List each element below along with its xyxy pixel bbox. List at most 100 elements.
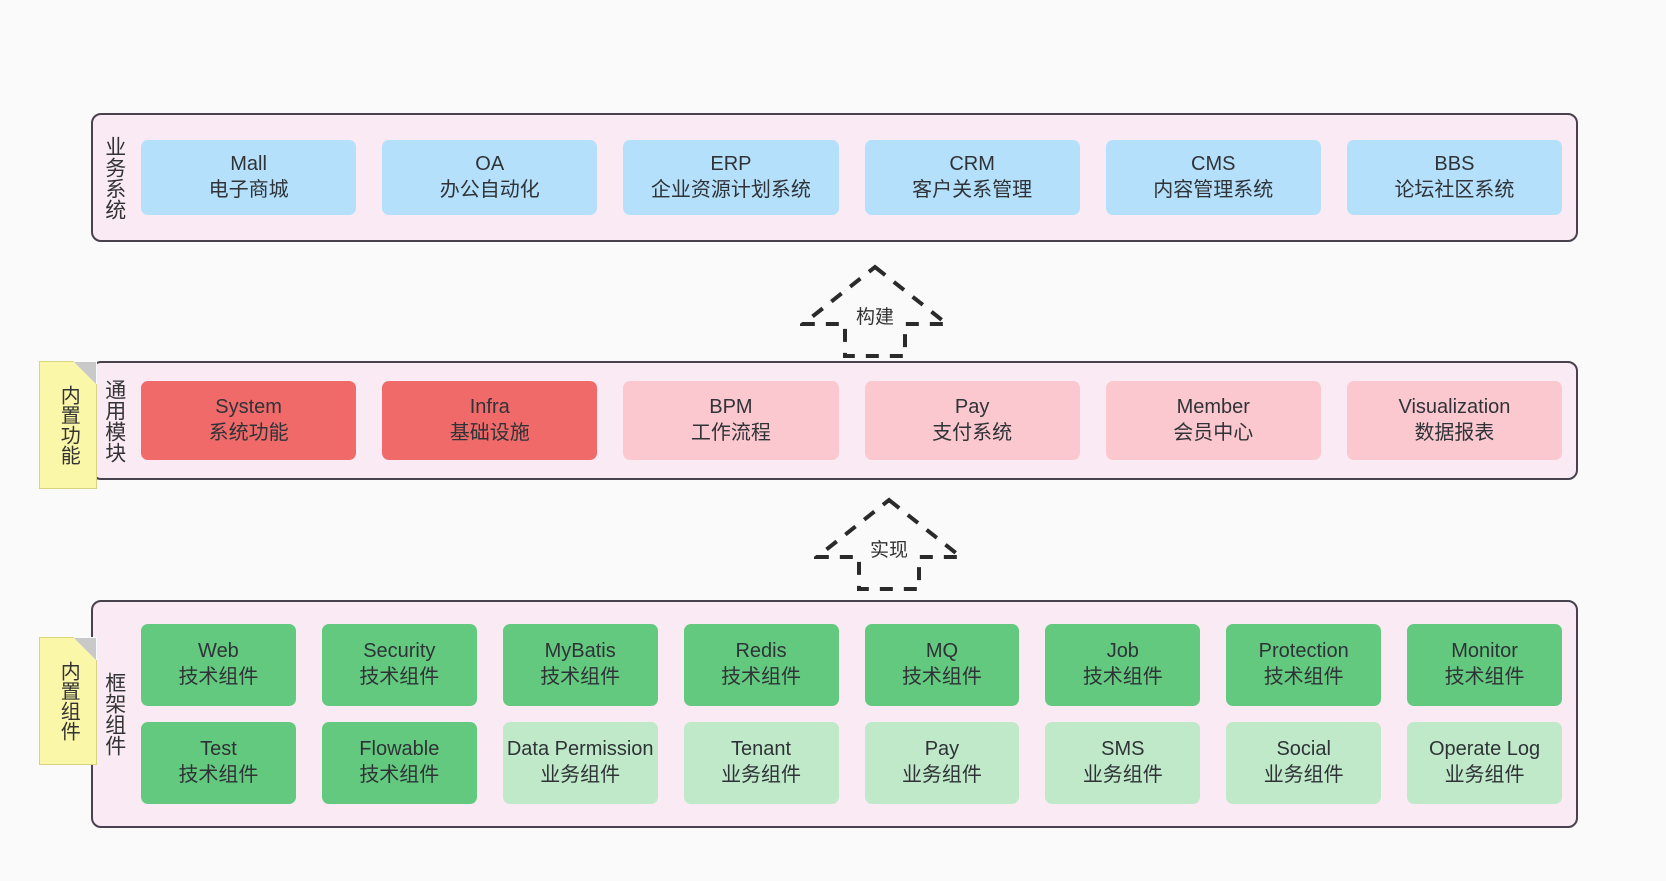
card-mybatis[interactable]: MyBatis 技术组件 [502, 624, 658, 706]
card-system[interactable]: System 系统功能 [141, 381, 357, 460]
card-job[interactable]: Job 技术组件 [1045, 624, 1201, 706]
card-mall-title: Mall [230, 152, 267, 175]
card-data-permission[interactable]: Data Permission 业务组件 [502, 722, 658, 804]
card-member-title: Member [1176, 395, 1250, 418]
card-visualization-title: Visualization [1398, 395, 1511, 418]
card-job-subtitle: 技术组件 [1082, 666, 1163, 688]
card-tenant-title: Tenant [731, 738, 792, 761]
arrow-build-shape [800, 264, 950, 358]
card-erp[interactable]: ERP 企业资源计划系统 [623, 140, 839, 215]
card-protection[interactable]: Protection 技术组件 [1226, 624, 1382, 706]
layer-framework-component-label: 框架组件 [102, 672, 126, 756]
card-monitor-title: Monitor [1451, 640, 1518, 663]
card-pay-component[interactable]: Pay 业务组件 [864, 722, 1020, 804]
card-social-title: Social [1276, 738, 1331, 761]
card-cms[interactable]: CMS 内容管理系统 [1105, 140, 1321, 215]
card-erp-title: ERP [710, 152, 752, 175]
card-pay-component-title: Pay [924, 738, 960, 761]
note-builtin-function-label: 内置功能 [57, 385, 80, 465]
card-bpm[interactable]: BPM 工作流程 [623, 381, 839, 460]
card-flowable-subtitle: 技术组件 [359, 764, 440, 786]
card-oa-subtitle: 办公自动化 [439, 178, 540, 201]
card-web[interactable]: Web 技术组件 [141, 624, 296, 706]
card-operate-log[interactable]: Operate Log 业务组件 [1407, 722, 1562, 804]
arrow-implement: 实现 [814, 495, 964, 592]
note-builtin-component-label: 内置组件 [57, 661, 80, 741]
card-visualization-subtitle: 数据报表 [1414, 421, 1495, 444]
card-security-title: Security [363, 640, 436, 663]
card-security-subtitle: 技术组件 [359, 666, 440, 688]
card-mall-subtitle: 电子商城 [208, 178, 289, 201]
card-mq[interactable]: MQ 技术组件 [864, 624, 1020, 706]
card-pay-component-subtitle: 业务组件 [901, 764, 982, 786]
card-operate-log-subtitle: 业务组件 [1444, 764, 1525, 786]
card-test-title: Test [200, 738, 237, 761]
card-tenant[interactable]: Tenant 业务组件 [683, 722, 839, 804]
arrow-build: 构建 [800, 262, 950, 359]
card-infra-subtitle: 基础设施 [449, 421, 530, 444]
card-member[interactable]: Member 会员中心 [1105, 381, 1321, 460]
framework-tech-row: Web 技术组件 Security 技术组件 MyBatis 技术组件 Redi… [141, 624, 1562, 706]
card-flowable[interactable]: Flowable 技术组件 [321, 722, 477, 804]
card-cms-subtitle: 内容管理系统 [1153, 178, 1274, 201]
card-mybatis-subtitle: 技术组件 [540, 666, 621, 688]
card-redis-subtitle: 技术组件 [721, 666, 802, 688]
card-job-title: Job [1106, 640, 1139, 663]
card-protection-subtitle: 技术组件 [1263, 666, 1344, 688]
card-cms-title: CMS [1191, 152, 1236, 175]
card-bbs-title: BBS [1434, 152, 1475, 175]
card-mq-title: MQ [925, 640, 959, 663]
card-infra[interactable]: Infra 基础设施 [382, 381, 598, 460]
card-oa[interactable]: OA 办公自动化 [382, 140, 598, 215]
note-builtin-component: 内置组件 [39, 637, 97, 765]
card-pay-module-title: Pay [954, 395, 990, 418]
card-mq-subtitle: 技术组件 [901, 666, 982, 688]
card-social[interactable]: Social 业务组件 [1226, 722, 1382, 804]
framework-business-row: Test 技术组件 Flowable 技术组件 Data Permission … [141, 722, 1562, 804]
layer-business-system-body: Mall 电子商城 OA 办公自动化 ERP 企业资源计划系统 CRM 客户关系… [135, 115, 1576, 240]
card-member-subtitle: 会员中心 [1173, 421, 1254, 444]
card-social-subtitle: 业务组件 [1263, 764, 1344, 786]
card-sms[interactable]: SMS 业务组件 [1045, 722, 1201, 804]
common-card-row: System 系统功能 Infra 基础设施 BPM 工作流程 Pay 支付系统… [141, 381, 1563, 460]
card-system-subtitle: 系统功能 [208, 421, 289, 444]
card-mybatis-title: MyBatis [544, 640, 616, 663]
card-visualization[interactable]: Visualization 数据报表 [1346, 381, 1563, 460]
card-monitor[interactable]: Monitor 技术组件 [1407, 624, 1562, 706]
card-system-title: System [215, 395, 282, 418]
layer-common-module-label: 通用模块 [102, 378, 126, 463]
card-web-title: Web [198, 640, 239, 663]
card-erp-subtitle: 企业资源计划系统 [650, 178, 811, 201]
card-security[interactable]: Security 技术组件 [321, 624, 477, 706]
arrow-implement-shape [814, 497, 964, 591]
card-bbs[interactable]: BBS 论坛社区系统 [1346, 140, 1563, 215]
card-mall[interactable]: Mall 电子商城 [141, 140, 357, 215]
card-protection-title: Protection [1258, 640, 1349, 663]
card-crm-subtitle: 客户关系管理 [912, 178, 1033, 201]
card-data-permission-title: Data Permission [506, 738, 654, 761]
card-bpm-title: BPM [709, 395, 753, 418]
card-monitor-subtitle: 技术组件 [1444, 666, 1525, 688]
layer-business-system: 业务系统 Mall 电子商城 OA 办公自动化 ERP 企业资源计划系统 CRM… [91, 113, 1578, 242]
card-crm[interactable]: CRM 客户关系管理 [864, 140, 1080, 215]
card-test[interactable]: Test 技术组件 [141, 722, 296, 804]
card-operate-log-title: Operate Log [1428, 738, 1541, 761]
layer-framework-component-body: Web 技术组件 Security 技术组件 MyBatis 技术组件 Redi… [135, 602, 1576, 826]
card-tenant-subtitle: 业务组件 [721, 764, 802, 786]
business-card-row: Mall 电子商城 OA 办公自动化 ERP 企业资源计划系统 CRM 客户关系… [141, 140, 1563, 215]
card-web-subtitle: 技术组件 [178, 666, 259, 688]
card-bbs-subtitle: 论坛社区系统 [1394, 178, 1515, 201]
layer-common-module-body: System 系统功能 Infra 基础设施 BPM 工作流程 Pay 支付系统… [135, 363, 1576, 478]
card-crm-title: CRM [949, 152, 995, 175]
card-flowable-title: Flowable [359, 738, 440, 761]
card-pay-module[interactable]: Pay 支付系统 [864, 381, 1080, 460]
card-redis[interactable]: Redis 技术组件 [683, 624, 839, 706]
card-pay-module-subtitle: 支付系统 [932, 421, 1013, 444]
card-redis-title: Redis [735, 640, 787, 663]
card-sms-title: SMS [1101, 738, 1145, 761]
card-test-subtitle: 技术组件 [178, 764, 259, 786]
layer-framework-component: 框架组件 Web 技术组件 Security 技术组件 MyBatis 技术组件… [91, 600, 1578, 828]
card-sms-subtitle: 业务组件 [1082, 764, 1163, 786]
card-oa-title: OA [475, 152, 505, 175]
